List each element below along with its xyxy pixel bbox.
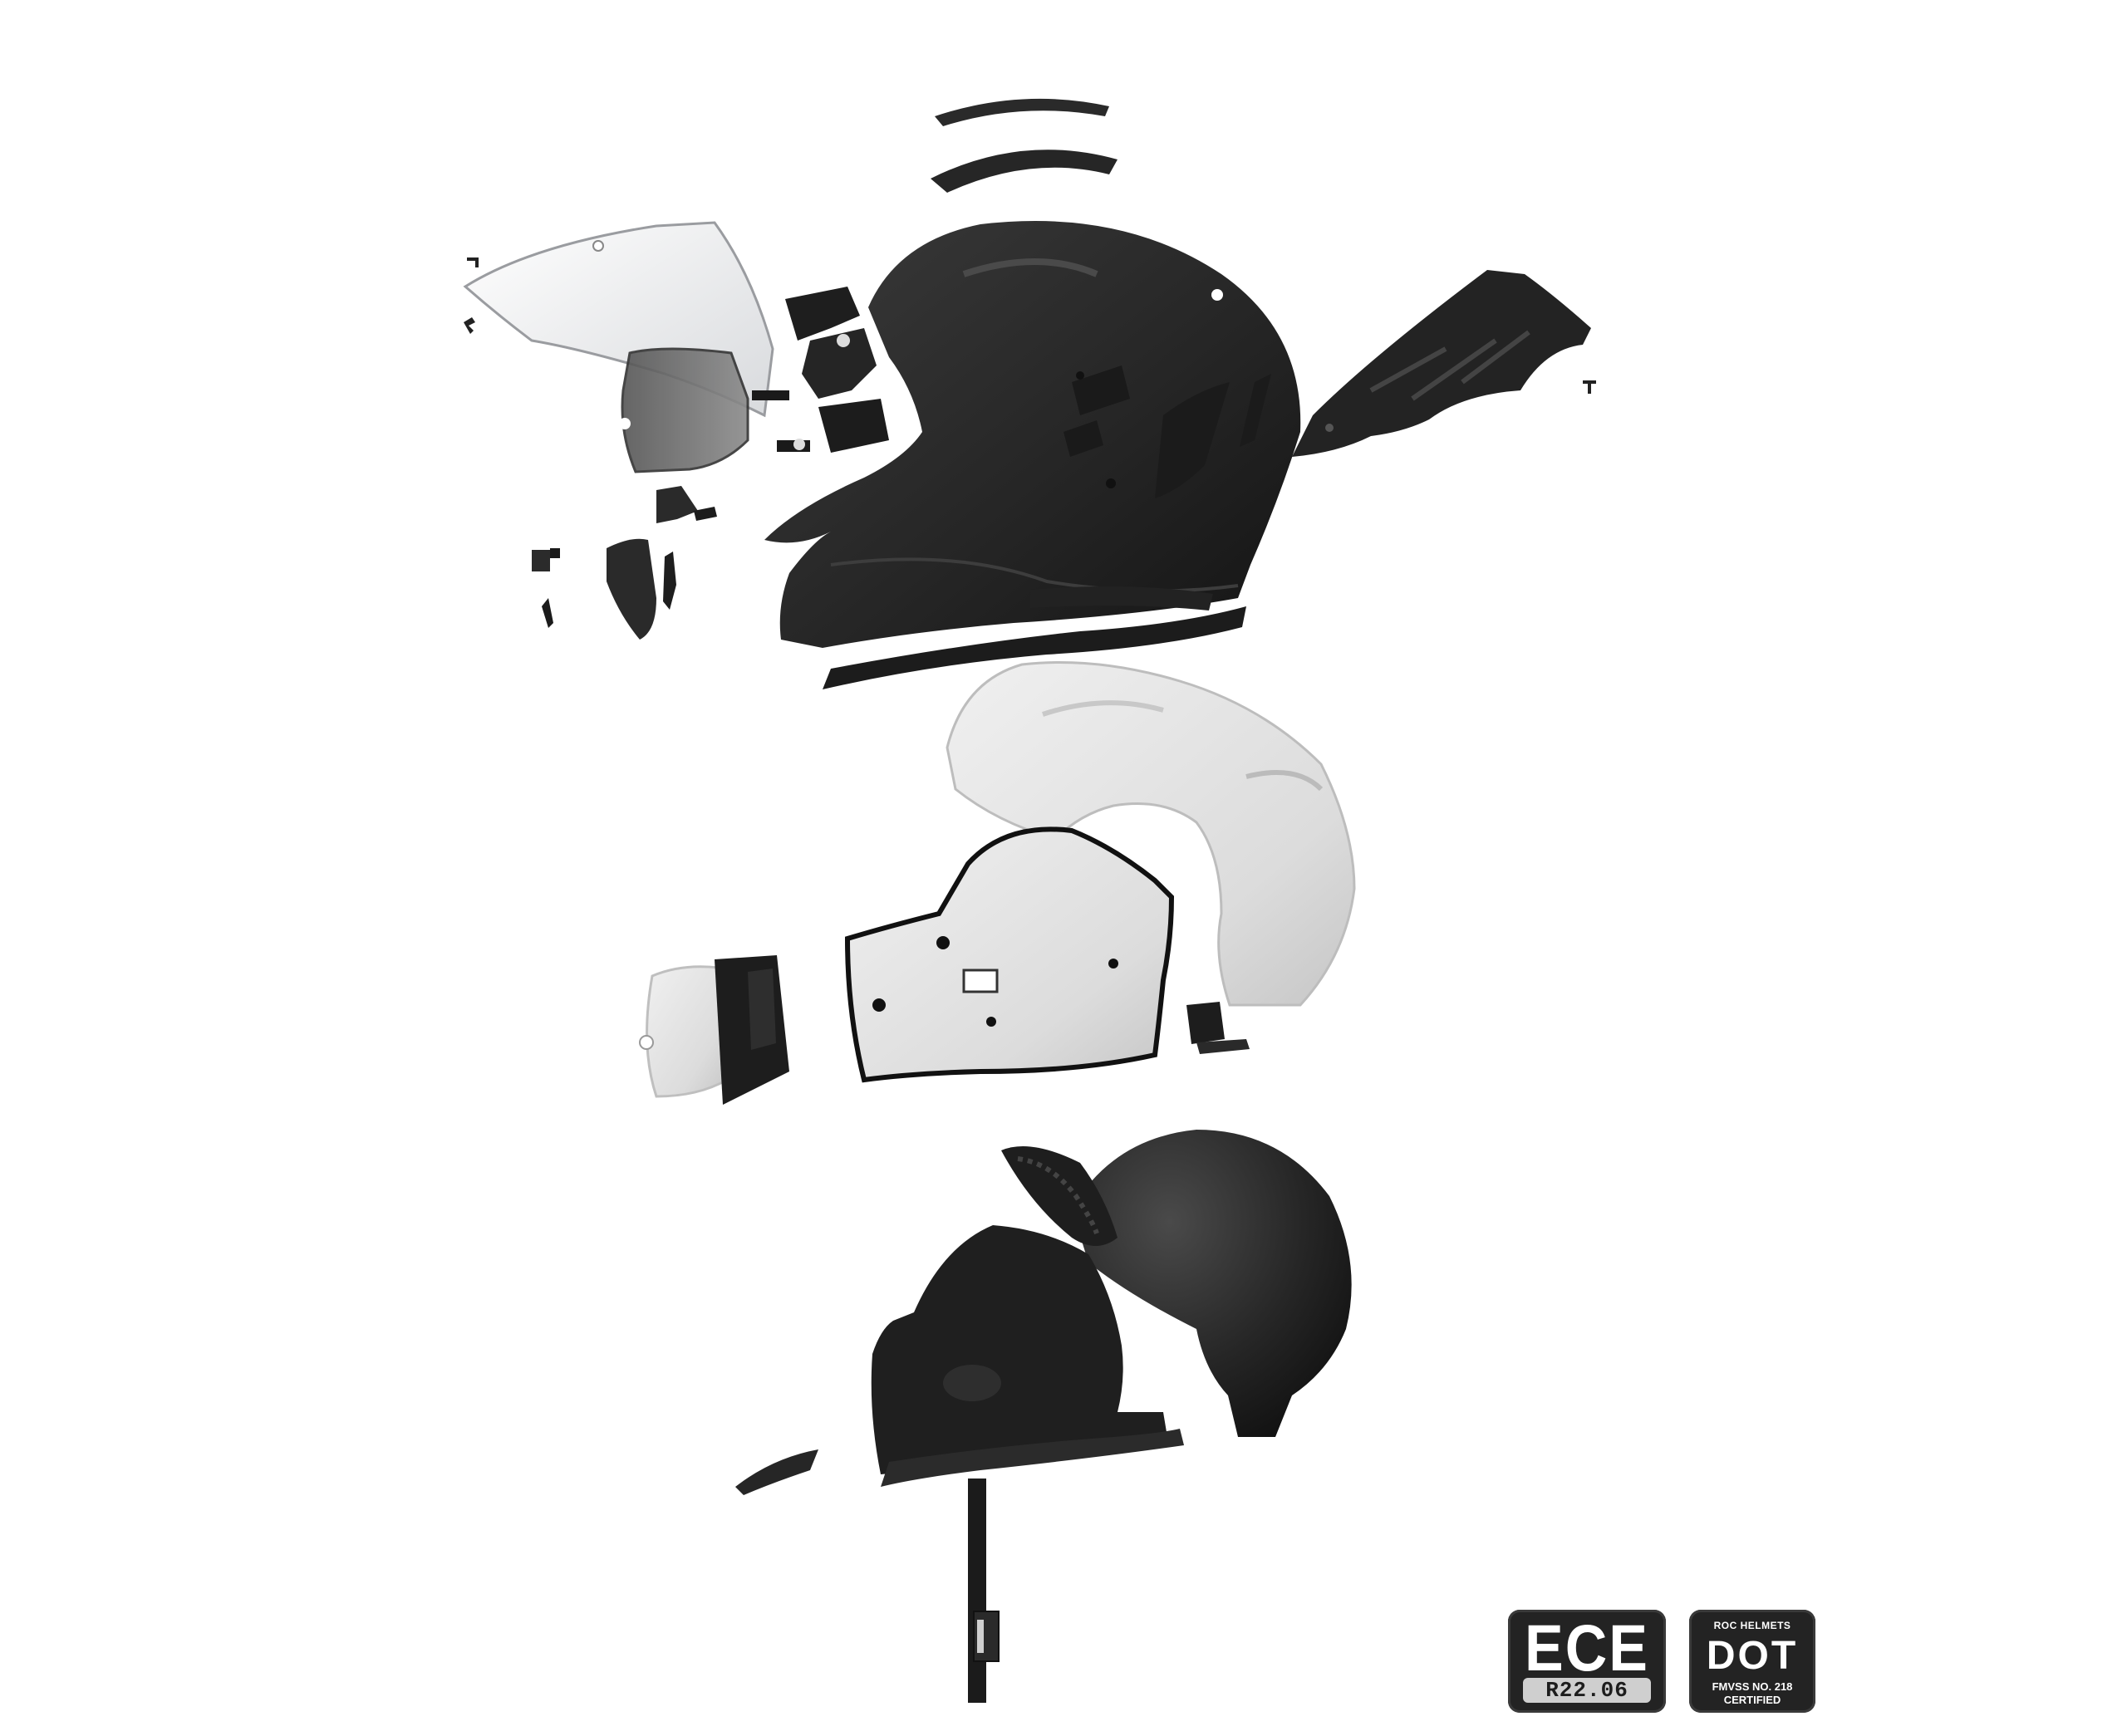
chin-vent-parts [532, 486, 717, 640]
ece-standard: R22.06 [1523, 1678, 1651, 1703]
top-vent-rear [935, 98, 1109, 126]
chin-strap [968, 1479, 1000, 1703]
cheek-pad [871, 1225, 1184, 1487]
chin-vent-module [639, 955, 789, 1105]
visor-screws [464, 257, 479, 334]
top-vent-front [931, 150, 1118, 193]
dot-title: DOT [1706, 1634, 1799, 1678]
visor-mechanism [752, 287, 889, 453]
dot-brand: ROC HELMETS [1713, 1620, 1791, 1631]
neck-curtain-piece [735, 1449, 818, 1495]
sun-visor [619, 347, 749, 473]
dot-status: CERTIFIED [1723, 1694, 1781, 1706]
eps-liner-chin [844, 826, 1175, 1083]
eps-liner-upper [946, 661, 1356, 1007]
ece-certification-badge: ECE R22.06 [1508, 1610, 1666, 1713]
outer-shell [764, 221, 1301, 648]
ece-title: ECE [1525, 1611, 1649, 1685]
rear-spoiler [1292, 270, 1596, 457]
shell-bottom-trim [823, 586, 1246, 689]
dot-standard: FMVSS NO. 218 [1712, 1680, 1793, 1693]
dot-certification-badge: ROC HELMETS DOT FMVSS NO. 218 CERTIFIED [1689, 1610, 1815, 1713]
inner-cap-shell [1001, 1130, 1352, 1437]
side-clip [1186, 1002, 1250, 1054]
